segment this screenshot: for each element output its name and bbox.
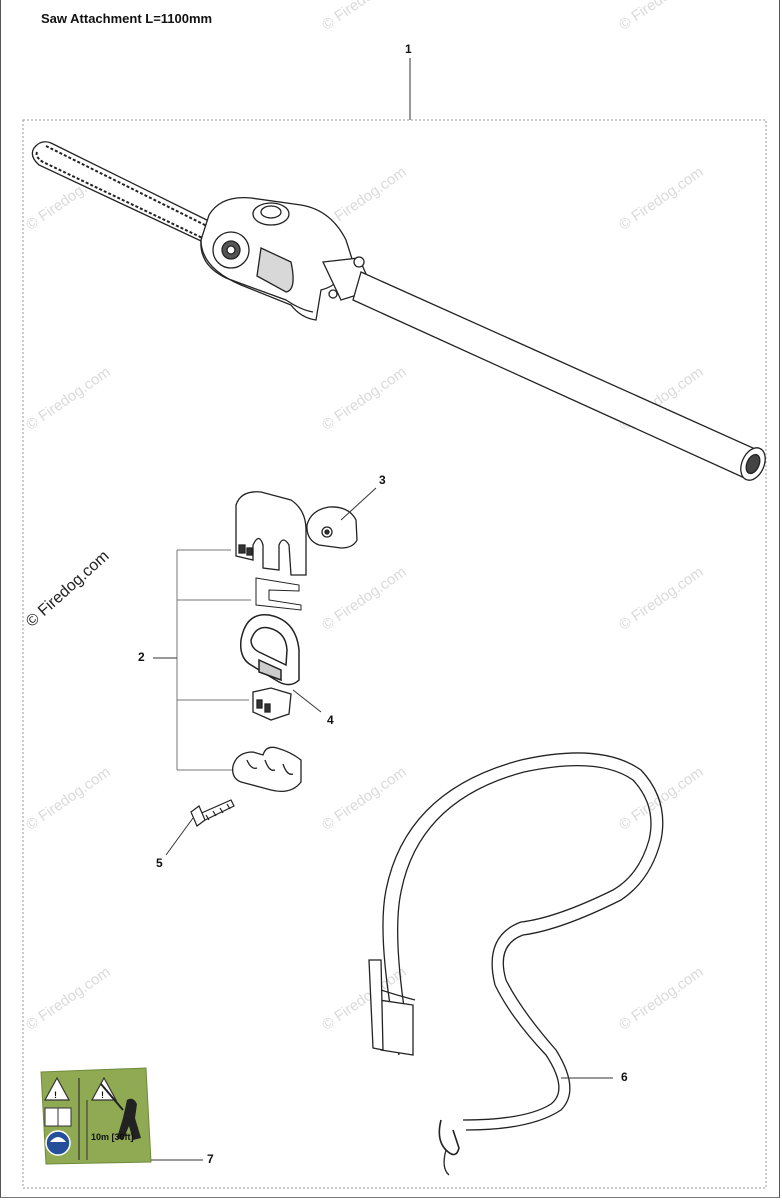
strap-hook xyxy=(438,1119,460,1156)
svg-text:!: ! xyxy=(54,1090,57,1100)
strap-buckle xyxy=(378,999,414,1056)
callout-1: 1 xyxy=(405,42,412,56)
callout-2: 2 xyxy=(138,650,145,664)
clamp-lower xyxy=(232,746,302,793)
warning-decal: ! ! xyxy=(40,1067,152,1165)
part-2-bracket xyxy=(153,549,251,771)
d-ring xyxy=(239,613,300,686)
diagram-title: Saw Attachment L=1100mm xyxy=(41,11,213,26)
warning-triangle-icon xyxy=(43,1076,71,1101)
shaft-tube xyxy=(352,271,761,481)
callout-6: 6 xyxy=(621,1070,628,1084)
callout-4: 4 xyxy=(327,713,334,727)
clamp-upper xyxy=(235,491,307,576)
gasket-plate xyxy=(255,577,302,611)
screw xyxy=(190,799,235,827)
decal-distance-text: 10m [30ft] xyxy=(91,1132,134,1142)
callout-3: 3 xyxy=(379,473,386,487)
callout-7: 7 xyxy=(207,1152,214,1166)
assembly-frame xyxy=(22,119,767,1189)
harness-strap xyxy=(368,752,664,1176)
svg-text:!: ! xyxy=(101,1090,104,1100)
callout-5: 5 xyxy=(156,856,163,870)
leader-line xyxy=(340,487,377,521)
clamp-knob xyxy=(306,506,358,549)
leader-line xyxy=(292,689,322,713)
chain-bar xyxy=(31,141,224,249)
leader-line xyxy=(165,817,194,856)
helmet-icon xyxy=(45,1130,71,1156)
saw-attachment xyxy=(31,141,766,481)
operator-figure-icon xyxy=(117,1098,141,1140)
clip-block xyxy=(252,687,292,721)
